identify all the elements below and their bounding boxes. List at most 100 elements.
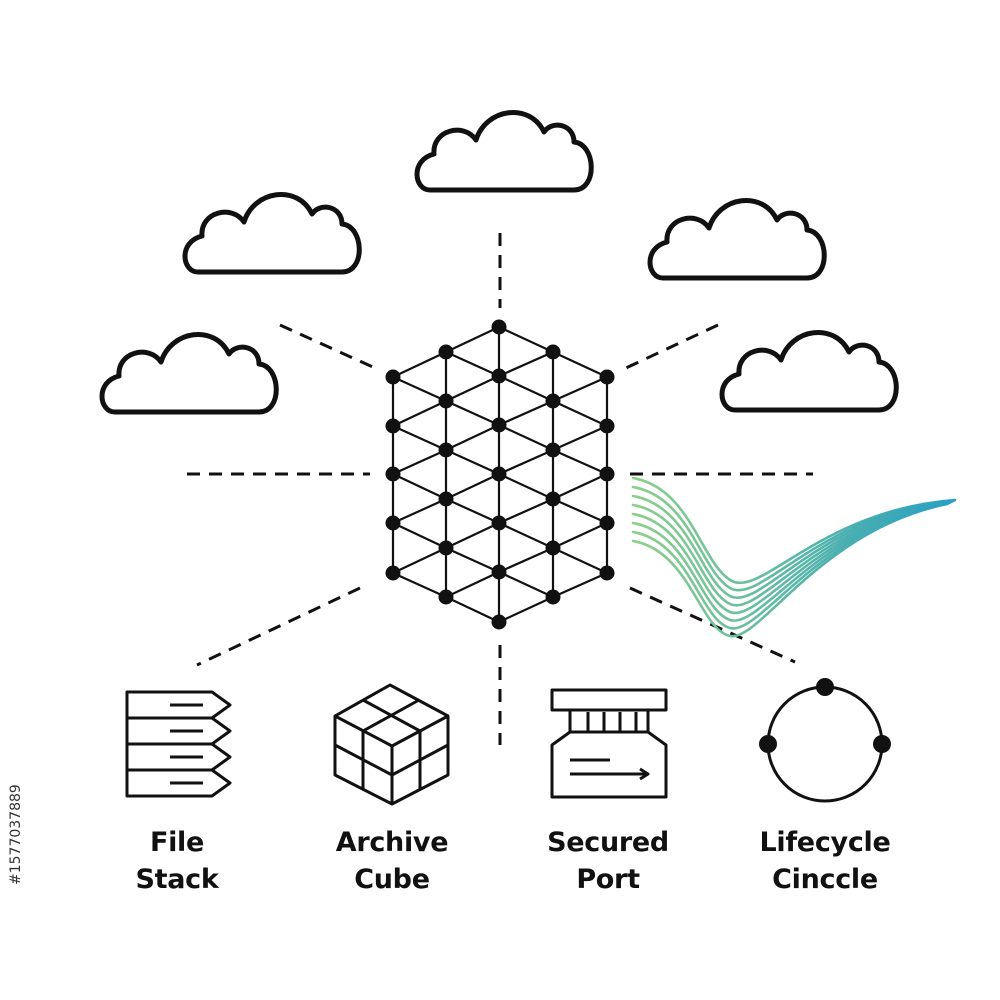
mesh-edge bbox=[392, 547, 447, 574]
mesh-edge bbox=[392, 497, 447, 525]
mesh-node bbox=[491, 564, 507, 580]
mesh-edge bbox=[445, 375, 500, 402]
mesh-edge bbox=[552, 351, 608, 378]
mesh-edge bbox=[552, 424, 608, 452]
mesh-edge bbox=[552, 547, 608, 574]
mesh-node bbox=[599, 466, 615, 482]
mesh-edge bbox=[498, 448, 554, 476]
mesh-hexagon-icon bbox=[385, 319, 615, 630]
mesh-node bbox=[385, 515, 401, 531]
watermark-text: #1577037889 bbox=[8, 784, 24, 885]
mesh-edge bbox=[392, 424, 447, 452]
secured-port-icon bbox=[550, 688, 668, 799]
mesh-edge bbox=[498, 473, 554, 500]
mesh-node bbox=[438, 491, 454, 507]
mesh-edge bbox=[392, 400, 447, 427]
mesh-edge bbox=[445, 497, 500, 525]
mesh-edge bbox=[498, 375, 554, 402]
mesh-node bbox=[491, 417, 507, 433]
label-archive-cube-line1: Archive bbox=[335, 827, 449, 858]
mesh-edge bbox=[445, 546, 500, 574]
mesh-edge bbox=[498, 596, 554, 623]
mesh-node bbox=[438, 344, 454, 360]
mesh-edge bbox=[498, 399, 554, 427]
mesh-edge bbox=[552, 522, 608, 549]
mesh-node bbox=[545, 344, 561, 360]
mesh-edge bbox=[498, 350, 554, 378]
mesh-edge bbox=[392, 473, 447, 500]
mesh-node bbox=[599, 369, 615, 385]
mesh-node bbox=[599, 565, 615, 581]
mesh-edge bbox=[498, 571, 554, 598]
label-lifecycle-circle: Lifecycle Cinccle bbox=[725, 824, 925, 898]
mesh-edge bbox=[445, 473, 500, 500]
wave-line bbox=[631, 476, 957, 585]
label-archive-cube-line2: Cube bbox=[354, 864, 430, 895]
cloud-icon-upper-left bbox=[185, 194, 359, 272]
mesh-edge bbox=[445, 448, 500, 476]
mesh-edge bbox=[445, 522, 500, 549]
mesh-node bbox=[545, 491, 561, 507]
mesh-node bbox=[545, 442, 561, 458]
mesh-node bbox=[491, 368, 507, 384]
mesh-edge bbox=[498, 546, 554, 574]
cloud-icon-lower-left bbox=[102, 334, 276, 412]
mesh-node bbox=[599, 515, 615, 531]
mesh-node bbox=[385, 565, 401, 581]
mesh-edge bbox=[445, 571, 500, 598]
wave-line bbox=[631, 494, 955, 599]
label-secured-port: Secured Port bbox=[508, 824, 708, 898]
label-file-stack-line1: File bbox=[149, 827, 205, 858]
label-file-stack: File Stack bbox=[77, 824, 277, 898]
watermark-id: #1577037889 bbox=[6, 755, 28, 885]
mesh-edge bbox=[498, 424, 554, 451]
mesh-edge bbox=[392, 522, 447, 549]
mesh-node bbox=[438, 540, 454, 556]
mesh-edge bbox=[445, 399, 500, 427]
wave-line bbox=[631, 502, 949, 638]
label-secured-port-line1: Secured bbox=[547, 827, 669, 858]
mesh-edge bbox=[498, 497, 554, 525]
mesh-node bbox=[438, 442, 454, 458]
mesh-node bbox=[438, 589, 454, 605]
mesh-node bbox=[599, 418, 615, 434]
mesh-edge bbox=[392, 351, 447, 378]
mesh-node bbox=[438, 393, 454, 409]
mesh-edge bbox=[498, 522, 554, 549]
mesh-node bbox=[385, 418, 401, 434]
archive-cube-icon bbox=[333, 683, 450, 806]
mesh-edge bbox=[552, 375, 608, 403]
mesh-node bbox=[385, 369, 401, 385]
mesh-edge bbox=[445, 350, 500, 378]
mesh-edge bbox=[498, 326, 554, 353]
data-wave-icon bbox=[631, 476, 957, 638]
mesh-node bbox=[545, 540, 561, 556]
wave-line bbox=[631, 502, 950, 630]
wave-line bbox=[631, 485, 956, 592]
mesh-node bbox=[545, 589, 561, 605]
mesh-edge bbox=[445, 424, 500, 451]
mesh-edge bbox=[445, 326, 500, 353]
mesh-edge bbox=[392, 448, 447, 476]
mesh-edge bbox=[552, 448, 608, 476]
mesh-edge bbox=[552, 473, 608, 500]
mesh-node bbox=[491, 319, 507, 335]
mesh-node bbox=[545, 393, 561, 409]
label-lifecycle-circle-line1: Lifecycle bbox=[759, 827, 891, 858]
mesh-edge bbox=[552, 400, 608, 427]
mesh-node bbox=[491, 466, 507, 482]
mesh-edge bbox=[552, 571, 608, 599]
cloud-icon-top bbox=[417, 112, 591, 190]
wave-line bbox=[631, 500, 952, 615]
mesh-node bbox=[491, 614, 507, 630]
mesh-node bbox=[385, 466, 401, 482]
label-secured-port-line2: Port bbox=[576, 864, 640, 895]
mesh-node bbox=[491, 515, 507, 531]
wave-line bbox=[631, 500, 953, 607]
cloud-icon-upper-right bbox=[650, 200, 824, 278]
file-stack-icon bbox=[125, 690, 232, 798]
wave-line bbox=[631, 501, 951, 622]
label-lifecycle-circle-line2: Cinccle bbox=[772, 864, 878, 895]
mesh-edge bbox=[552, 497, 608, 525]
